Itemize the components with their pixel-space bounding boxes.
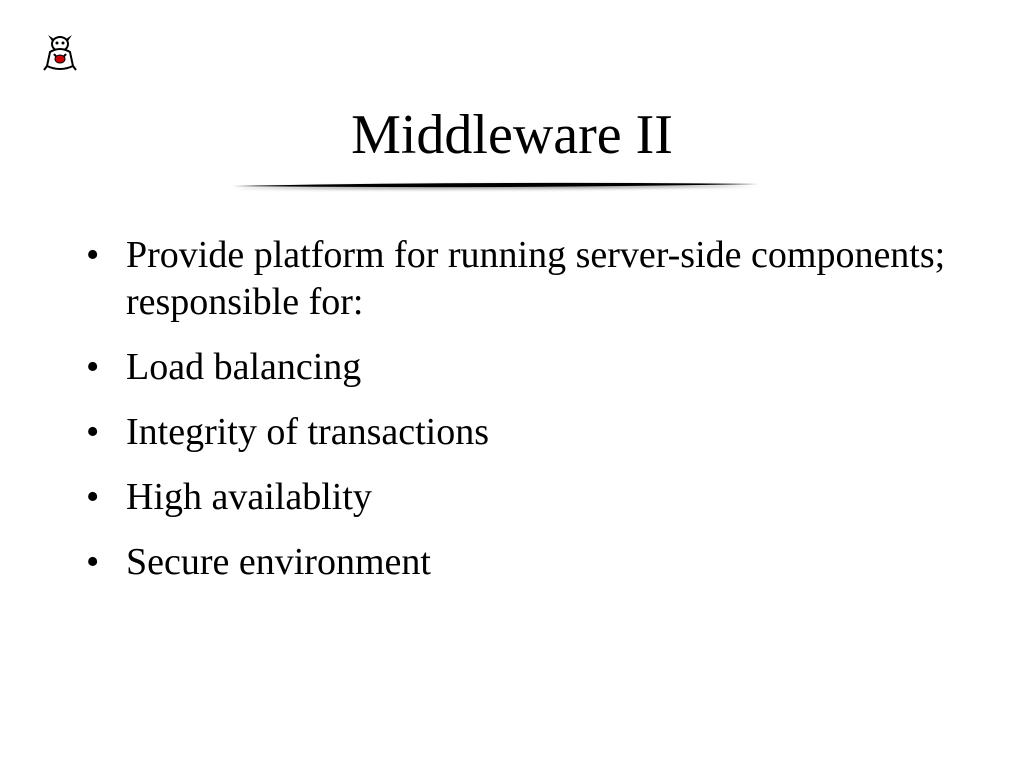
bullet-marker: • xyxy=(86,346,100,388)
slide-title: Middleware II xyxy=(351,104,673,166)
title-divider xyxy=(232,182,758,190)
bullet-list: • Provide platform for running server-si… xyxy=(86,232,946,604)
bullet-marker: • xyxy=(86,411,100,453)
bullet-marker: • xyxy=(86,541,100,583)
bullet-item: • High availablity xyxy=(86,474,946,521)
bullet-item: • Load balancing xyxy=(86,344,946,391)
bullet-marker: • xyxy=(86,234,100,276)
bullet-item: • Provide platform for running server-si… xyxy=(86,232,946,326)
bullet-text: High availablity xyxy=(126,476,372,518)
bullet-text: Secure environment xyxy=(126,541,431,583)
bullet-text: Provide platform for running server-side… xyxy=(126,234,946,323)
bullet-marker: • xyxy=(86,476,100,518)
bullet-item: • Integrity of transactions xyxy=(86,409,946,456)
bullet-text: Load balancing xyxy=(126,346,362,388)
bullet-text: Integrity of transactions xyxy=(126,411,490,453)
mascot-logo-icon xyxy=(40,32,80,72)
bullet-item: • Secure environment xyxy=(86,539,946,586)
